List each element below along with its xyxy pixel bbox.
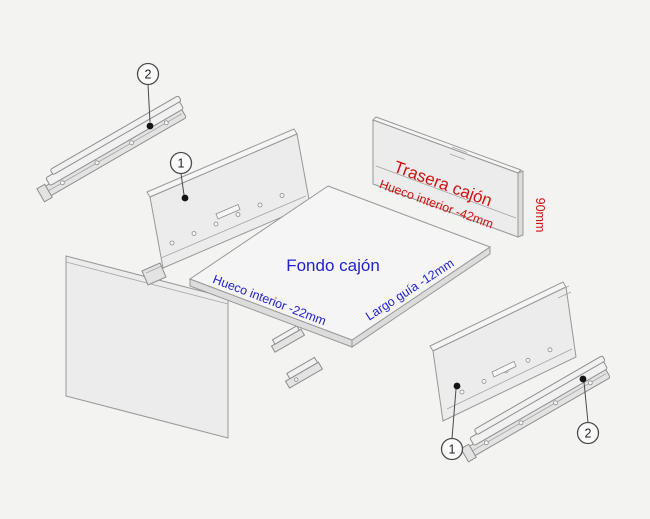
side-panel-hole — [257, 202, 263, 208]
callout-2-left: 2 — [136, 62, 160, 130]
bottom-panel: Fondo cajón Hueco interior -22mm Largo g… — [188, 185, 492, 348]
side-panel-hole — [213, 221, 219, 227]
right-side-slot — [491, 360, 517, 378]
bottom-panel-face — [188, 185, 492, 341]
mount-dot — [181, 194, 189, 202]
rail-front-bracket — [460, 443, 477, 463]
back-panel: Trasera cajón Hueco interior -42mm 90mm — [372, 116, 547, 238]
right-side-face — [432, 286, 577, 422]
back-panel-mark — [451, 146, 468, 153]
callout-number: 2 — [145, 68, 152, 82]
callout-1-left: 1 — [169, 151, 193, 202]
callout-leader — [583, 381, 589, 423]
mid-rail-1-top — [271, 325, 300, 345]
rail-inner-member — [474, 355, 606, 435]
right-side-hole — [547, 347, 553, 353]
side-panel-slot — [215, 203, 241, 220]
front-bracket — [141, 262, 167, 286]
rail-front-bracket — [36, 183, 53, 203]
back-panel-face — [372, 119, 519, 238]
mid-rail-piece-2 — [284, 356, 324, 389]
callout-circle — [169, 151, 193, 175]
front-bracket-line — [145, 265, 163, 274]
rail-hole — [59, 180, 65, 186]
right-side-mark — [555, 285, 570, 293]
right-side-hole — [481, 378, 487, 384]
rail-hole — [163, 120, 169, 126]
callout-circle — [576, 421, 600, 445]
right-drawer-side — [429, 281, 577, 422]
rail-hole — [587, 380, 593, 386]
rail-hole — [518, 420, 524, 426]
side-panel-hole — [235, 212, 241, 217]
side-panel-hole — [169, 240, 175, 246]
mount-dot — [579, 375, 587, 383]
callout-circle — [136, 62, 160, 86]
callout-leader — [180, 173, 185, 196]
left-slide-rail — [36, 95, 187, 203]
back-panel-crease-line — [375, 165, 517, 219]
fondo-label: Fondo cajón — [286, 256, 380, 275]
mount-dot — [146, 122, 154, 130]
rail-hole — [94, 160, 100, 166]
rail-groove-line — [472, 373, 607, 452]
callout-number: 2 — [585, 427, 592, 441]
front-bracket-body — [141, 262, 167, 286]
rail-hole — [483, 440, 489, 446]
right-side-fold-line — [446, 348, 573, 410]
mid-rail-2-hole — [293, 377, 299, 382]
rail-hole — [553, 400, 559, 406]
callout-number: 1 — [449, 443, 456, 457]
side-panel-fold-line — [160, 195, 307, 259]
mid-rail-piece-1 — [270, 325, 306, 353]
callout-number: 1 — [178, 157, 185, 171]
back-panel-right-edge — [517, 170, 524, 238]
right-side-hole — [459, 389, 465, 395]
callout-circle — [440, 437, 464, 461]
rail-middle-member — [45, 101, 184, 186]
right-side-hole — [525, 357, 531, 363]
front-panel-face — [65, 255, 229, 439]
side-panel-hole — [191, 231, 197, 236]
rail-groove-line — [48, 113, 183, 192]
callout-1-right: 1 — [440, 382, 464, 461]
rail-inner-member — [50, 95, 182, 175]
right-slide-rail — [460, 355, 611, 463]
callout-2-right: 2 — [576, 375, 600, 445]
callout-leader — [451, 388, 457, 439]
height-90-label: 90mm — [533, 198, 547, 233]
rail-hole — [129, 140, 135, 146]
side-panel-hole — [279, 193, 285, 198]
right-side-mark — [557, 291, 572, 299]
callout-leader — [147, 84, 151, 123]
mount-dot — [453, 382, 461, 390]
mid-rail-2-top — [286, 356, 319, 380]
back-panel-mark — [449, 153, 466, 160]
